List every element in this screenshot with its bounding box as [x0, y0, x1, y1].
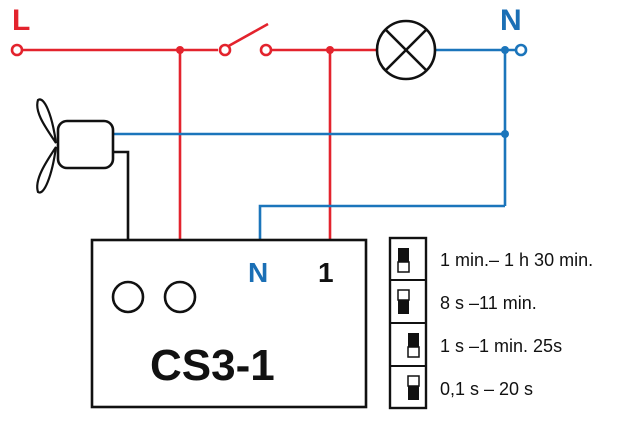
- range-item: 0,1 s – 20 s: [440, 379, 533, 399]
- junction-dot: [326, 46, 334, 54]
- junction-dot: [501, 130, 509, 138]
- dip-switch-3: [408, 333, 419, 347]
- dip-switch-1: [398, 248, 409, 262]
- time-range-list: 1 min.– 1 h 30 min. 8 s –11 min. 1 s –1 …: [440, 250, 593, 399]
- dip-switch-4: [407, 375, 420, 387]
- range-item: 8 s –11 min.: [440, 293, 537, 313]
- line-terminal: [10, 43, 24, 57]
- dip-switch-2: [397, 289, 410, 301]
- junction-dot: [176, 46, 184, 54]
- input-terminal: [163, 280, 197, 314]
- neutral-label-top: N: [500, 4, 522, 37]
- fan-icon: [36, 98, 115, 194]
- timer-device-box: [90, 238, 368, 409]
- junction-dot: [501, 46, 509, 54]
- range-item: 1 s –1 min. 25s: [440, 336, 562, 356]
- lamp-icon: [375, 19, 437, 81]
- neutral-terminal: [514, 43, 528, 57]
- device-terminal-1-label: 1: [318, 257, 334, 288]
- switch-icon: [218, 22, 273, 57]
- device-neutral-label: N: [248, 257, 268, 288]
- line-label: L: [12, 4, 30, 37]
- neutral-wire-to-timer: [258, 204, 505, 240]
- output-terminal: [111, 280, 145, 314]
- device-name: CS3-1: [150, 341, 275, 390]
- fan-output-wire: [113, 150, 130, 262]
- range-item: 1 min.– 1 h 30 min.: [440, 250, 593, 270]
- neutral-wiring: [113, 48, 516, 240]
- live-wiring: [22, 48, 377, 262]
- dip-switch-icon: [388, 236, 428, 410]
